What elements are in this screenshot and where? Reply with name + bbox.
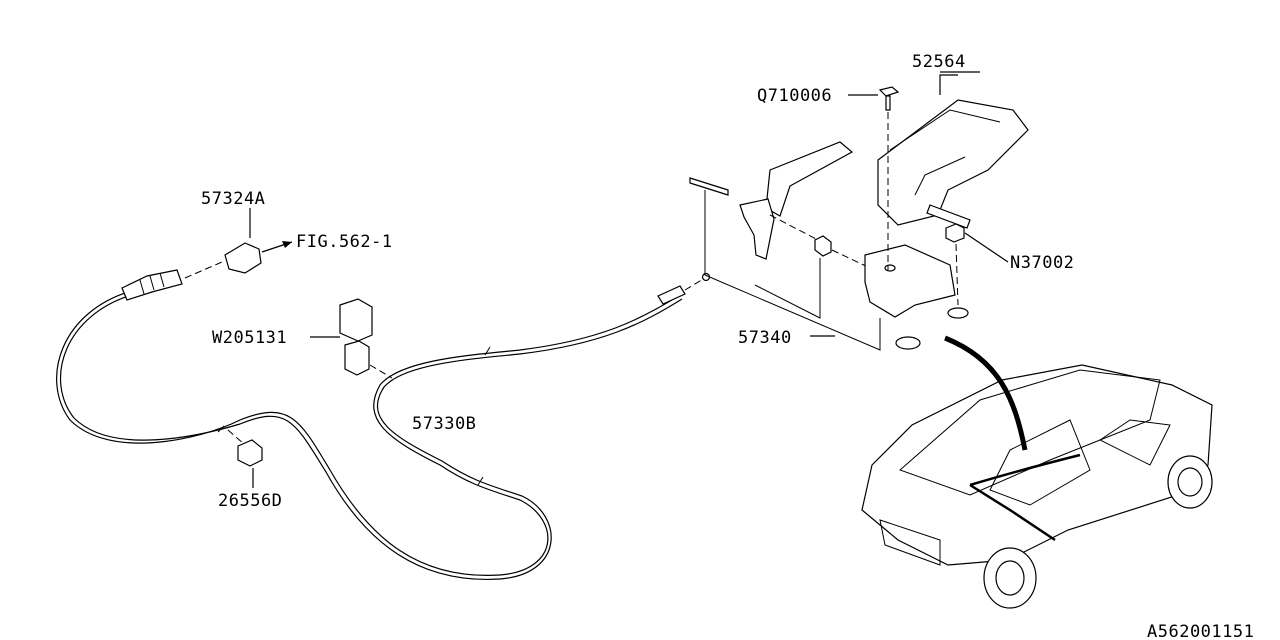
part-26556d bbox=[227, 429, 263, 488]
part-57340 bbox=[689, 141, 969, 351]
callout-26556d[interactable]: 26556D bbox=[218, 491, 282, 511]
part-w205131 bbox=[310, 298, 393, 379]
vehicle-illustration bbox=[861, 335, 1213, 609]
callout-57324a[interactable]: 57324A bbox=[201, 189, 265, 209]
callout-52564[interactable]: 52564 bbox=[912, 52, 966, 72]
callout-n37002[interactable]: N37002 bbox=[1010, 253, 1074, 273]
cable-end-fitting bbox=[657, 285, 686, 305]
cable-57330b bbox=[56, 272, 711, 581]
callout-q710006[interactable]: Q710006 bbox=[757, 86, 832, 106]
part-n37002 bbox=[945, 223, 1009, 306]
part-57324a bbox=[121, 208, 293, 301]
part-52564 bbox=[877, 71, 1029, 229]
callout-57330b[interactable]: 57330B bbox=[412, 414, 476, 434]
callout-w205131[interactable]: W205131 bbox=[212, 328, 287, 348]
part-q710006 bbox=[848, 86, 900, 270]
diagram-id: A562001151 bbox=[1147, 622, 1254, 640]
callout-57340[interactable]: 57340 bbox=[738, 328, 792, 348]
callout-fig-562-1[interactable]: FIG.562-1 bbox=[296, 232, 393, 252]
